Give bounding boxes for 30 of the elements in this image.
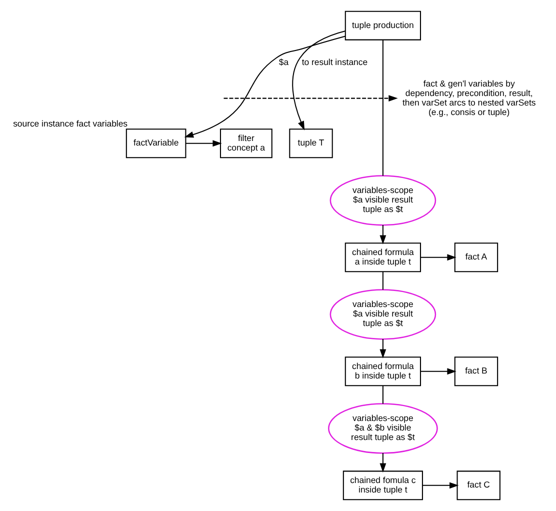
- connector: [382, 386, 384, 404]
- arrow: [184, 36, 346, 138]
- edge-label: $a: [278, 56, 289, 67]
- node-box: fact C: [456, 470, 500, 500]
- node-box: tuple T: [289, 128, 333, 158]
- node-text: fact & gen'l variables by dependency, precondition, result, then varSet arcs to nested varSets (e.g., consis or tuple): [402, 78, 536, 117]
- node-box: chained formula a inside tuple t: [344, 242, 421, 272]
- edge-label: to result instance: [302, 56, 368, 67]
- node-box: fact A: [454, 242, 498, 272]
- arrow: [422, 482, 459, 489]
- arrow: [224, 95, 398, 102]
- node-box: chained formula b inside tuple t: [344, 356, 421, 386]
- arrow: [380, 225, 386, 244]
- node-ellipse: variables-scope $a visible result tuple as $t: [330, 175, 436, 226]
- arrow: [420, 254, 456, 261]
- node-box: tuple production: [344, 10, 421, 40]
- arrow: [380, 339, 386, 358]
- arrow: [420, 368, 456, 375]
- arrow: [186, 140, 222, 147]
- node-box: filter concept a: [220, 128, 272, 158]
- arrow: [292, 30, 346, 130]
- connector: [382, 272, 384, 290]
- node-box: factVariable: [126, 128, 186, 158]
- node-box: fact B: [454, 356, 498, 386]
- node-box: chained fomula c inside tuple t: [342, 470, 423, 500]
- node-label: source instance fact variables: [13, 118, 128, 129]
- arrow: [380, 453, 386, 472]
- node-ellipse: variables-scope $a & $b visible result tuple as $t: [328, 403, 438, 454]
- connector: [382, 40, 384, 176]
- node-ellipse: variables-scope $a visible result tuple as $t: [330, 289, 436, 340]
